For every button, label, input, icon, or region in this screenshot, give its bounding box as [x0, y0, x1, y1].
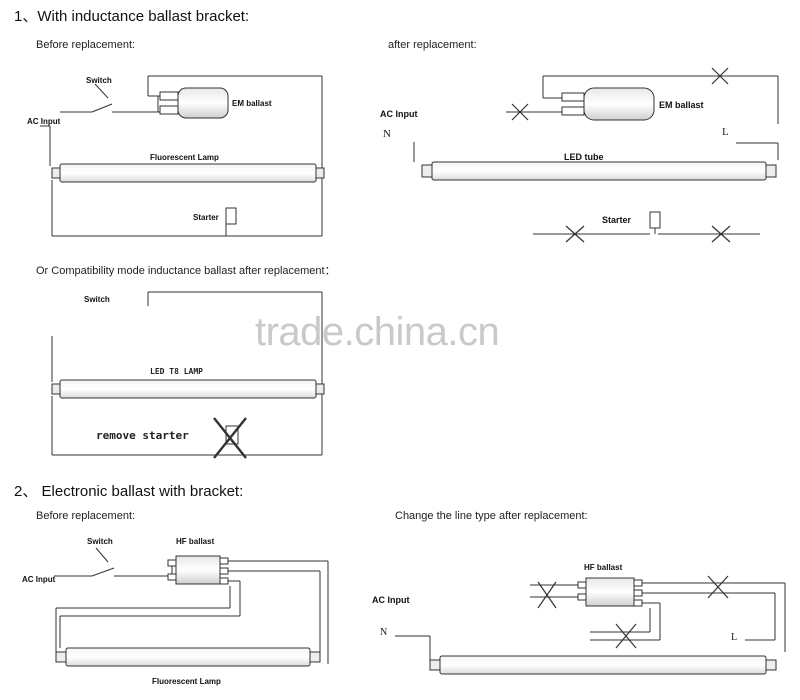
- s1c-remove-starter-label: remove starter: [96, 429, 189, 442]
- s2-after-diagram: [395, 575, 786, 675]
- s1-after-caption: after replacement:: [388, 39, 477, 51]
- s2b-ac-input-label: AC Input: [22, 575, 56, 584]
- s2b-lamp-label: Fluorescent Lamp: [152, 677, 221, 686]
- s1-after-diagram: [413, 67, 779, 243]
- s2a-cut-marks: [537, 575, 729, 649]
- s1b-lamp-label: Fluorescent Lamp: [150, 153, 219, 162]
- s1c-led-lamp: [59, 379, 317, 399]
- s1a-ac-input-label: AC Input: [380, 109, 418, 119]
- s1b-ballast-label: EM ballast: [232, 99, 272, 108]
- s2b-switch-label: Switch: [87, 537, 113, 546]
- s2a-hf-ballast: [585, 577, 635, 607]
- s1a-em-ballast: [583, 87, 655, 121]
- s2a-ballast-label: HF ballast: [584, 563, 623, 572]
- s1a-l-label: L: [722, 126, 729, 138]
- s1a-tube-label: LED tube: [564, 152, 604, 162]
- s1b-starter: [225, 207, 237, 225]
- section1-heading: 1、With inductance ballast bracket:: [14, 8, 250, 25]
- s2b-hf-ballast: [175, 555, 221, 585]
- s1a-starter-label: Starter: [602, 215, 632, 225]
- s1a-starter: [649, 211, 661, 229]
- s1a-n-label: N: [383, 128, 391, 140]
- s1c-lamp-label: LED T8 LAMP: [150, 367, 203, 376]
- s1-before-caption: Before replacement:: [36, 39, 136, 51]
- s2-before-diagram: [54, 547, 329, 667]
- s1-compat-caption: Or Compatibility mode inductance ballast…: [36, 265, 336, 277]
- s2a-l-label: L: [731, 632, 738, 643]
- s1b-ac-input-label: AC Input: [27, 117, 61, 126]
- watermark: trade.china.cn: [255, 310, 500, 354]
- s2-after-caption: Change the line type after replacement:: [395, 510, 588, 522]
- s1b-starter-label: Starter: [193, 213, 219, 222]
- s2b-ballast-label: HF ballast: [176, 537, 215, 546]
- s1b-em-ballast: [177, 87, 229, 119]
- s2-before-caption: Before replacement:: [36, 510, 136, 522]
- section2-heading: 2、 Electronic ballast with bracket:: [14, 483, 244, 500]
- s2a-n-label: N: [380, 627, 388, 638]
- s1-compat-diagram: [51, 291, 325, 459]
- s1c-switch-label: Switch: [84, 295, 110, 304]
- s1a-cut-marks: [511, 67, 731, 243]
- s1-before-diagram: [40, 75, 325, 237]
- s1b-switch-label: Switch: [86, 76, 112, 85]
- s1a-led-tube: [431, 161, 767, 181]
- s1b-fluorescent-lamp: [59, 163, 317, 183]
- s2b-fluorescent-lamp: [65, 647, 311, 667]
- s2a-led-tube: [439, 655, 767, 675]
- s1a-ballast-label: EM ballast: [659, 100, 704, 110]
- s1c-remove-x: [213, 417, 247, 459]
- s2a-ac-input-label: AC Input: [372, 595, 410, 605]
